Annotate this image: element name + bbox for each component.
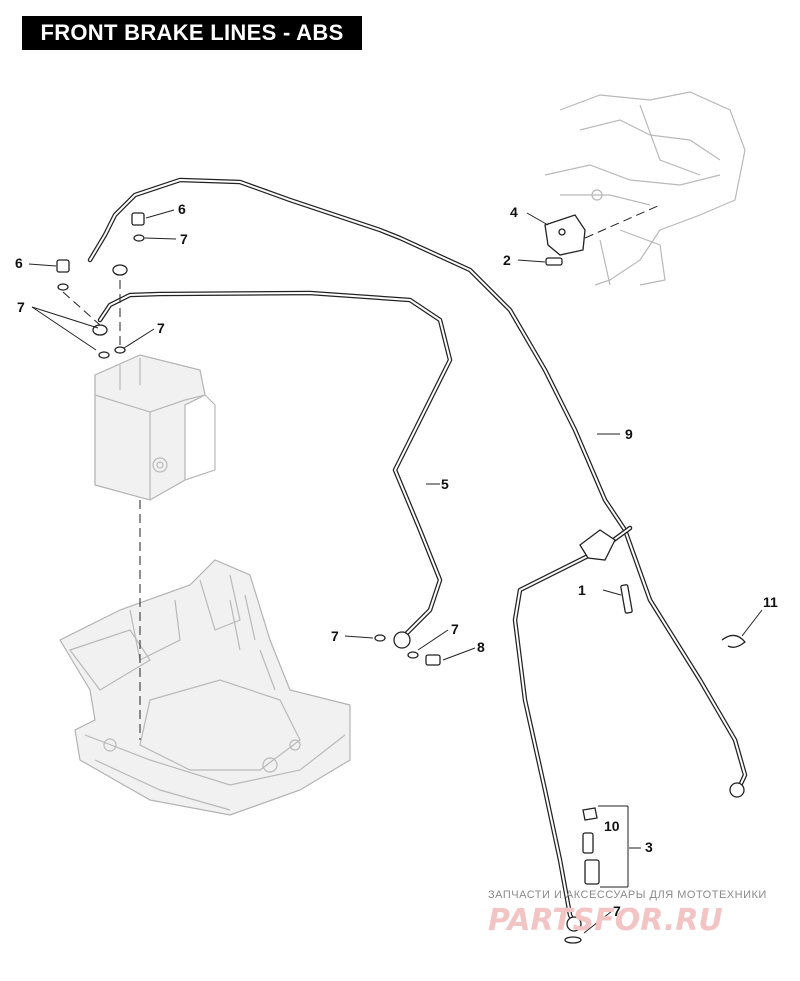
- callout-10: 10: [604, 818, 620, 834]
- leader-lines: [28, 209, 763, 934]
- callout-6b: 6: [15, 255, 23, 271]
- callout-1: 1: [578, 582, 586, 598]
- callout-7a: 7: [180, 231, 188, 247]
- callout-9: 9: [625, 426, 633, 442]
- callout-7b: 7: [17, 299, 25, 315]
- brake-line-9: [87, 177, 748, 798]
- callout-5: 5: [441, 476, 449, 492]
- callout-4: 4: [510, 204, 518, 220]
- bracket-4: [544, 204, 661, 266]
- abs-module-ghost: [94, 354, 216, 501]
- junction-block: [579, 529, 616, 561]
- watermark-tagline: ЗАПЧАСТИ И АКСЕССУАРЫ ДЛЯ МОТОТЕХНИКИ: [488, 889, 767, 901]
- bolt-1: [620, 584, 633, 614]
- clip-11: [721, 634, 746, 648]
- callout-7e: 7: [451, 621, 459, 637]
- callout-11: 11: [763, 594, 778, 610]
- callout-2: 2: [503, 252, 511, 268]
- bleeder-kit-3: [564, 805, 629, 944]
- callout-6a: 6: [178, 201, 186, 217]
- steering-head-ghost: [544, 91, 746, 286]
- abs-fittings: [56, 212, 145, 359]
- watermark-brand: PARTSFOR.RU: [488, 903, 723, 938]
- fitting-8: [374, 634, 441, 666]
- brake-line-lower: [512, 525, 633, 932]
- callout-7f: 7: [613, 903, 621, 919]
- frame-ghost: [59, 559, 351, 816]
- callout-3: 3: [645, 839, 653, 855]
- callout-7d: 7: [331, 628, 339, 644]
- brake-line-5: [97, 290, 453, 649]
- callout-8: 8: [477, 639, 485, 655]
- diagram-title: FRONT BRAKE LINES - ABS: [22, 16, 362, 50]
- callout-7c: 7: [157, 320, 165, 336]
